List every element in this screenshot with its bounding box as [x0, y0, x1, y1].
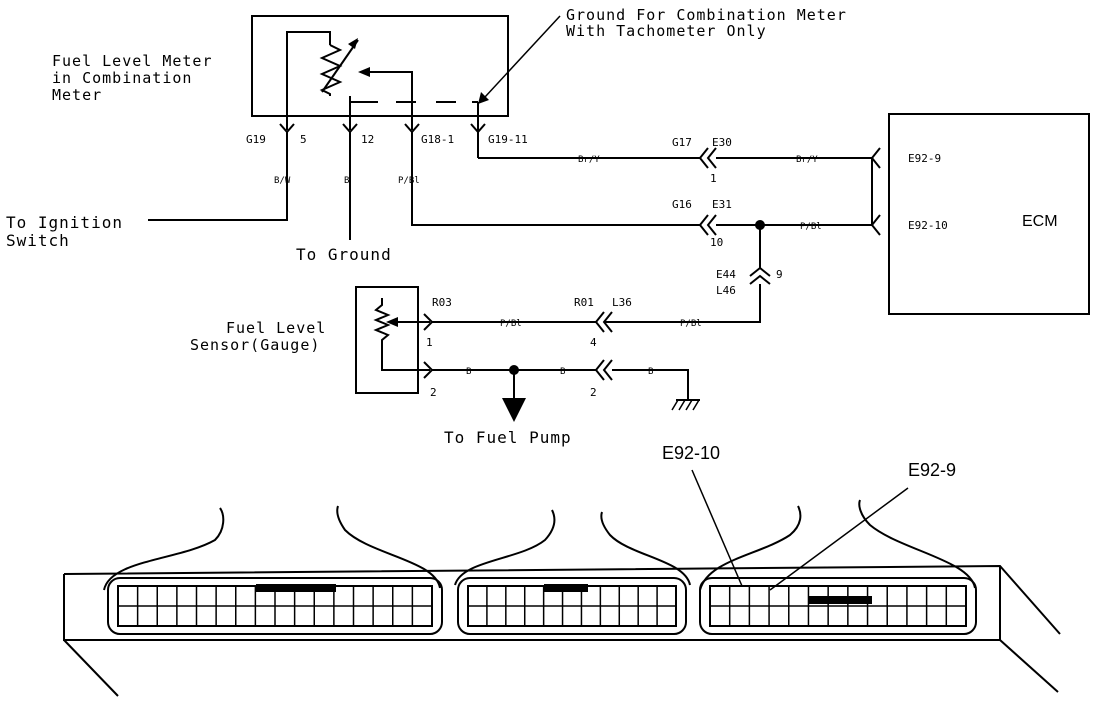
r03-pin1: 1: [426, 336, 433, 349]
ground-callout-line1: Ground For Combination Meter: [566, 6, 847, 24]
fuel-sensor-label-line2: Sensor(Gauge): [190, 336, 320, 354]
wire-pbl-meter: P/Bl: [398, 176, 420, 186]
e44-l46-connector: [749, 266, 771, 285]
wire-to-chassis-ground: [612, 369, 689, 400]
fuel-meter-label-line2: in Combination: [52, 69, 192, 87]
conn-l46: L46: [716, 284, 736, 297]
pin-5: 5: [300, 133, 307, 146]
wire-to-r01: [604, 284, 761, 323]
conn-e31: E31: [712, 198, 732, 211]
fuel-meter-label-line3: Meter: [52, 86, 102, 104]
chassis-ground-icon: [671, 399, 700, 411]
fuel-sensor-box: [355, 286, 419, 394]
to-ignition-line2: Switch: [6, 231, 70, 250]
connector-block-middle: [457, 577, 687, 635]
wire-pbl-sensor-right: P/Bl: [680, 319, 702, 329]
pin-1-top: 1: [710, 172, 717, 185]
wire-pbl-sensor-left: P/Bl: [500, 319, 522, 329]
fuel-sensor-label-line1: Fuel Level: [226, 319, 326, 337]
r01-pin2: 2: [590, 386, 597, 399]
meter-internal-circuit: [286, 31, 478, 130]
g17-e30-connector: [698, 147, 717, 169]
callout-leader-e92-9: [769, 487, 909, 591]
combination-meter-box: [251, 15, 509, 117]
conn-r03: R03: [432, 296, 452, 309]
conn-g19: G19: [246, 133, 266, 146]
wire-bry-right: Br/Y: [796, 155, 818, 165]
conn-r01: R01: [574, 296, 594, 309]
fuel-sensor-internal: [373, 298, 430, 371]
wire-bry-left: Br/Y: [578, 155, 600, 165]
callout-e92-9: E92-9: [908, 460, 956, 480]
ground-callout-line2: With Tachometer Only: [566, 22, 767, 40]
connector-blocks: [107, 577, 977, 635]
conn-g18-1: G18-1: [421, 133, 454, 146]
callout-e92-10: E92-10: [662, 443, 720, 463]
ecm-pin-e92-9: E92-9: [908, 152, 941, 165]
ecm-pin-e92-10: E92-10: [908, 219, 948, 232]
callout-leader-e92-10: [691, 469, 743, 587]
pin-10: 10: [710, 236, 723, 249]
wire-bw: B/W: [274, 176, 291, 186]
conn-g16: G16: [672, 198, 692, 211]
wire-b-3: B: [648, 367, 653, 377]
conn-g17: G17: [672, 136, 692, 149]
g16-e31-connector: [698, 214, 717, 236]
wire-b-top: B: [344, 176, 349, 186]
fuel-pump-arrow-icon: [502, 398, 526, 422]
pin-12: 12: [361, 133, 374, 146]
conn-e44: E44: [716, 268, 736, 281]
to-ground-label: To Ground: [296, 245, 392, 264]
to-fuel-pump-label: To Fuel Pump: [444, 428, 572, 447]
conn-l36: L36: [612, 296, 632, 309]
conn-g19-11: G19-11: [488, 133, 528, 146]
to-ignition-line1: To Ignition: [6, 213, 123, 232]
pin-9: 9: [776, 268, 783, 281]
connector-block-left: [107, 577, 443, 635]
ecm-box: [888, 113, 1090, 315]
ecm-connector-illustration: [63, 499, 1061, 697]
conn-e30: E30: [712, 136, 732, 149]
r03-pin2: 2: [430, 386, 437, 399]
fuel-meter-label-line1: Fuel Level Meter: [52, 52, 213, 70]
ecm-label: ECM: [1022, 213, 1058, 230]
meter-connector-pins: [279, 102, 486, 158]
r01-pin4: 4: [590, 336, 597, 349]
wire-b-1: B: [466, 367, 471, 377]
meter-wires: [148, 132, 700, 240]
ground-callout-leader: [484, 15, 561, 98]
wire-b-2: B: [560, 367, 565, 377]
connector-block-right: [699, 577, 977, 635]
ecm-connector-pins: [870, 147, 881, 236]
wire-pbl-ecm: P/Bl: [800, 222, 822, 232]
